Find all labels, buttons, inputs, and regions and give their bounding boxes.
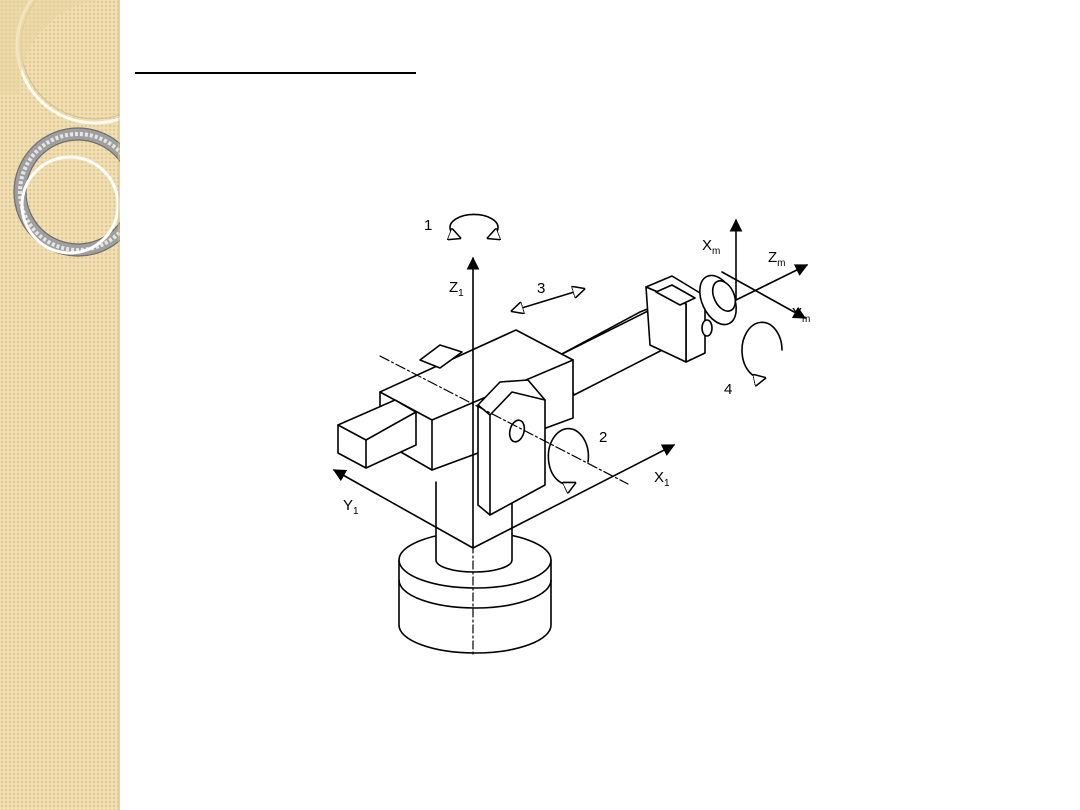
decorative-rings-icon [0, 0, 120, 257]
back-bracket [419, 344, 463, 369]
label-translation-3: 3 [537, 280, 545, 297]
wrist-block [645, 274, 737, 363]
front-yoke [477, 379, 546, 516]
rear-block [337, 399, 417, 469]
label-xm: Xm [702, 237, 720, 257]
label-z1: Z1 [449, 279, 464, 299]
sidebar-edge [118, 0, 120, 810]
label-rotation-2: 2 [599, 429, 607, 446]
label-rotation-1: 1 [424, 217, 432, 234]
robot-arm-diagram: 1 3 2 4 Z1 Y1 X1 Xm Zm Ym [300, 200, 840, 670]
label-ym: Ym [792, 305, 810, 325]
label-rotation-4: 4 [724, 381, 732, 398]
robot-arm-drawing: 1 3 2 4 Z1 Y1 X1 Xm Zm Ym [332, 213, 810, 656]
sidebar-decoration [0, 0, 120, 810]
label-zm: Zm [768, 249, 786, 269]
title-underline [135, 72, 416, 74]
label-x1: X1 [654, 469, 670, 489]
label-y1: Y1 [343, 497, 359, 517]
